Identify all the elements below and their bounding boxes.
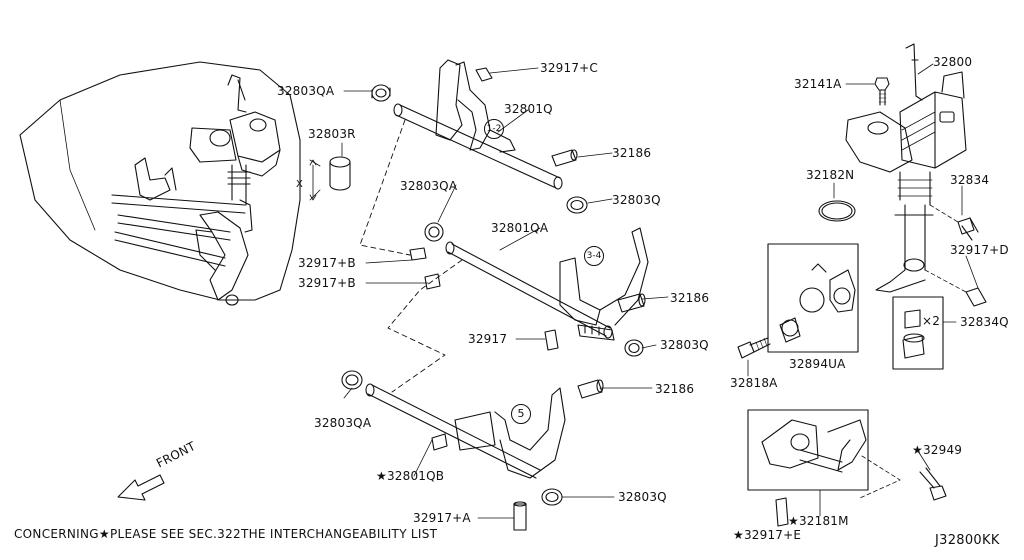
label-32917: 32917 <box>468 332 508 346</box>
rod-32801Q <box>393 59 563 190</box>
diagram-code: J32800KK <box>935 533 1000 548</box>
pin-32917D <box>965 287 987 307</box>
transmission-case-outline <box>19 61 301 301</box>
label-32803R: 32803R <box>308 127 356 141</box>
box-32894UA <box>767 243 859 353</box>
label-32818A: 32818A <box>730 376 778 390</box>
leader-lines-left <box>341 67 669 519</box>
box-32181M <box>747 409 901 499</box>
label-32182N: 32182N <box>806 168 855 182</box>
footer-note: CONCERNING★PLEASE SEE SEC.322THE INTERCH… <box>14 527 438 541</box>
ring-32803QA-mid <box>424 222 444 242</box>
label-32801QA: 32801QA <box>491 221 549 235</box>
box-32834Q <box>892 296 944 370</box>
ring-32803QA-low <box>341 370 363 390</box>
label-32181M: ★32181M <box>788 514 849 528</box>
dowel-32186-3 <box>577 379 604 399</box>
label-32949: ★32949 <box>912 443 963 457</box>
label-32186-2: 32186 <box>670 291 710 305</box>
label-32803QA-mid: 32803QA <box>400 179 458 193</box>
label-32803QA-low: 32803QA <box>314 416 372 430</box>
label-32803QA-top: 32803QA <box>277 84 335 98</box>
label-32894UA: 32894UA <box>789 357 846 371</box>
ring-32803QA-top <box>371 84 391 102</box>
ring-32803Q-2 <box>624 339 644 357</box>
label-32917A: 32917+A <box>413 511 471 525</box>
bolt-32949 <box>919 467 947 501</box>
label-32803Q-2: 32803Q <box>660 338 709 352</box>
label-x2: ×2 <box>922 314 941 328</box>
label-32800: 32800 <box>933 55 973 69</box>
dowel-32186-2 <box>617 293 646 313</box>
rod-32801QB <box>365 383 566 479</box>
label-32834: 32834 <box>950 173 990 187</box>
gear-mark-1-2: 1-2 <box>484 119 504 139</box>
label-32917C: 32917+C <box>540 61 599 75</box>
dashed-guides <box>359 119 463 393</box>
label-32917E: ★32917+E <box>733 528 802 542</box>
rod-32801QA <box>445 227 649 341</box>
label-32801Q: 32801Q <box>504 102 553 116</box>
pin-32917 <box>544 329 559 351</box>
assembly-in-case <box>111 74 281 306</box>
ring-32803Q-1 <box>566 196 588 214</box>
pins-32917B <box>409 247 441 290</box>
pin-32917A <box>513 501 527 531</box>
ring-32803Q-3 <box>541 488 563 506</box>
label-32834Q: 32834Q <box>960 315 1009 329</box>
label-32803Q-1: 32803Q <box>612 193 661 207</box>
label-32917B-2: 32917+B <box>298 276 356 290</box>
pin-32917E <box>775 497 789 527</box>
label-32803Q-3: 32803Q <box>618 490 667 504</box>
collar-32803R <box>309 156 351 201</box>
bolt-32818A <box>737 337 771 359</box>
dowel-32186-1 <box>551 149 578 167</box>
arm-32800 <box>845 111 934 293</box>
oring-32182N <box>818 200 856 222</box>
bolt-32141A <box>874 77 890 106</box>
label-32801QB: ★32801QB <box>376 469 445 483</box>
label-dimension-x: X <box>296 179 304 190</box>
plug-32834 <box>957 217 979 241</box>
gear-mark-5: 5 <box>511 404 531 424</box>
label-32186-1: 32186 <box>612 146 652 160</box>
front-arrow <box>117 474 165 501</box>
label-32917B-1: 32917+B <box>298 256 356 270</box>
control-housing-32800 <box>899 43 967 169</box>
label-32186-3: 32186 <box>655 382 695 396</box>
label-32917D: 32917+D <box>950 243 1009 257</box>
gear-mark-3-4: 3-4 <box>584 246 604 266</box>
label-32141A: 32141A <box>794 77 842 91</box>
